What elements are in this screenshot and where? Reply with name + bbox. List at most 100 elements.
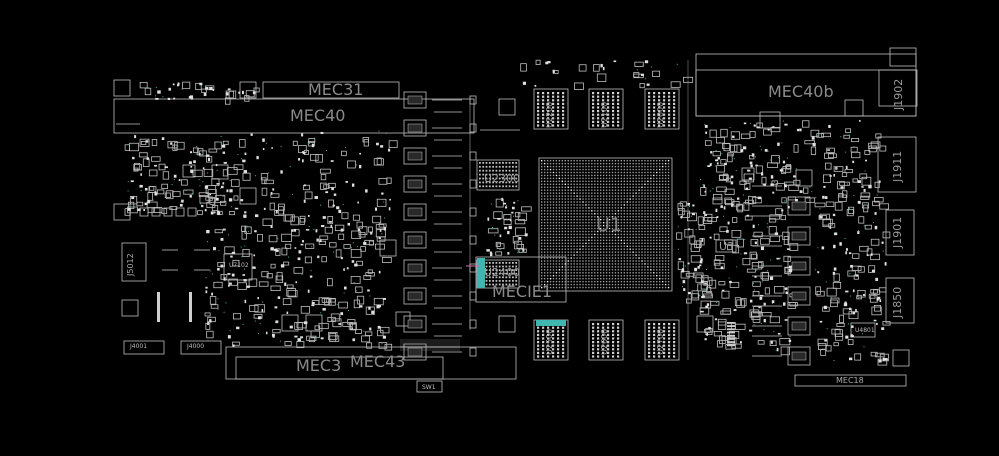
u2400-ball xyxy=(505,269,508,271)
u1-ball xyxy=(594,236,596,239)
u1-ball xyxy=(552,286,555,289)
u1-ball xyxy=(638,283,640,286)
u1-ball xyxy=(614,272,617,274)
u1-ball xyxy=(543,195,546,197)
u1-ball xyxy=(611,266,614,268)
u1-ball xyxy=(570,266,572,268)
u1-ball xyxy=(644,260,646,262)
passive-left-bottom xyxy=(257,234,263,242)
u2400-ball xyxy=(508,265,511,268)
passive-right-top xyxy=(824,162,832,170)
u1-ball xyxy=(629,165,631,168)
passive-right-edge-pad xyxy=(833,232,838,236)
u1-ball xyxy=(541,219,543,221)
passive-right-edge-via xyxy=(833,359,835,361)
u1-ball xyxy=(623,221,625,224)
passive-right-top-via xyxy=(733,158,735,160)
u1-ball xyxy=(543,283,546,286)
u2200-chip-ball xyxy=(542,92,545,95)
u1-ball xyxy=(588,213,590,215)
u2700-chip-ball xyxy=(663,323,666,326)
u1-ball xyxy=(543,213,546,215)
passive-right-mid xyxy=(745,199,754,205)
u2500-chip-ball xyxy=(547,333,550,336)
passive-right-top-via xyxy=(876,194,878,196)
u1-ball xyxy=(579,213,581,215)
u2200-chip-ball xyxy=(562,106,565,109)
u1-ball xyxy=(641,198,643,200)
passive-left-bottom-via xyxy=(262,301,264,303)
u1-ball xyxy=(623,245,625,247)
u2100-chip-ball xyxy=(597,99,600,102)
u1-ball xyxy=(582,216,584,218)
u1-ball xyxy=(644,280,646,283)
passive-right-mid-pad xyxy=(743,252,748,255)
u1-ball xyxy=(620,248,623,250)
u1-ball xyxy=(602,204,605,206)
u2600-chip-ball xyxy=(612,326,615,329)
u1-ball xyxy=(582,168,584,171)
u1-ball xyxy=(626,160,628,162)
u1-ball xyxy=(579,192,581,194)
passive-top-strip xyxy=(195,82,202,91)
u2700-chip-ball xyxy=(653,348,656,351)
u1-ball xyxy=(543,236,546,239)
passive-right-edge-pad xyxy=(852,335,855,337)
u1-ball xyxy=(543,280,546,283)
u1-ball xyxy=(582,230,584,233)
u1-ball xyxy=(647,180,649,183)
u1-ball xyxy=(594,248,596,250)
passive-left-bottom xyxy=(366,342,373,349)
u2700-chip-ball xyxy=(658,348,661,351)
u1-ball xyxy=(626,207,628,209)
u1-ball xyxy=(659,180,661,183)
passive-top-center-pad xyxy=(534,84,537,87)
passive-right-top-pad xyxy=(865,159,868,162)
passive-left-bottom xyxy=(329,332,337,342)
u2300-ball xyxy=(488,169,491,172)
u1-ball xyxy=(552,189,555,191)
u1-ball xyxy=(558,183,561,185)
passive-left-bottom xyxy=(228,278,238,286)
passive-left-mid-pad xyxy=(347,222,351,226)
u1-ball xyxy=(541,180,543,183)
passive-right-edge-via xyxy=(859,250,861,252)
passive-left-bottom-pad xyxy=(242,274,246,276)
u1-ball xyxy=(605,230,608,233)
passive-left-mid-pad xyxy=(357,201,360,204)
u1-ball xyxy=(650,160,652,162)
u1-ball xyxy=(644,186,646,188)
passive-top-strip-pad xyxy=(227,88,231,91)
u1-ball xyxy=(576,192,578,194)
passive-top-center xyxy=(634,61,644,67)
passive-center-right xyxy=(677,208,685,216)
passive-right-mid-pad xyxy=(788,265,792,269)
u1-ball xyxy=(591,219,593,221)
passive-right-edge xyxy=(835,333,844,341)
u2300-ball xyxy=(495,185,498,188)
u1-ball xyxy=(570,248,572,250)
u1-ball xyxy=(585,233,587,236)
u1-ball xyxy=(635,192,637,194)
u1-ball xyxy=(555,160,558,162)
u1-ball xyxy=(608,198,611,200)
u1-ball xyxy=(620,192,623,194)
passive-center-right-pad xyxy=(681,268,685,272)
u2300-ball xyxy=(482,181,485,184)
u2600-chip-ball xyxy=(607,326,610,329)
u1-ball xyxy=(546,245,549,247)
passive-top-center-pad xyxy=(522,81,527,85)
passive-right-top-pad xyxy=(750,164,753,168)
u1-ball xyxy=(549,283,552,286)
passive-left-top-pad xyxy=(190,169,194,173)
u1-ball xyxy=(546,168,549,171)
passive-left-top-pad xyxy=(222,151,226,154)
u1-ball xyxy=(579,260,581,262)
u2200-chip-ball xyxy=(537,106,540,109)
u1-ball xyxy=(659,186,661,188)
u1-ball xyxy=(611,224,614,227)
passive-right-mid xyxy=(710,300,720,306)
passive-left-top-pad xyxy=(190,165,193,168)
u2000-chip-ball xyxy=(658,124,661,127)
u1-ball xyxy=(667,263,670,265)
